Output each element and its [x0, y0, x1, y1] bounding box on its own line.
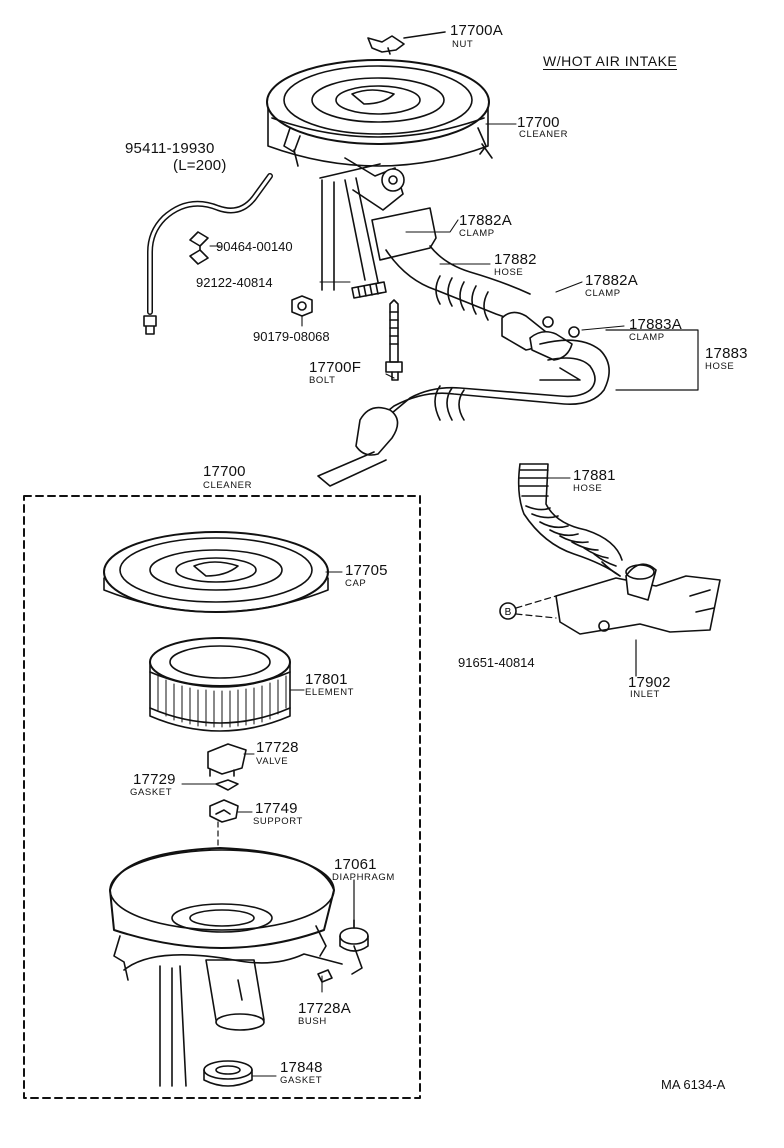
nut-drawing [291, 295, 313, 317]
part-name-cleaner-box: CLEANER [203, 480, 253, 491]
part-number-17700-top: 17700 [517, 114, 560, 131]
part-number-17728: 17728 [256, 739, 299, 756]
drawing-code: MA 6134-A [661, 1077, 726, 1092]
part-name-clamp-1: CLAMP [459, 228, 495, 239]
part-name-bolt: BOLT [309, 375, 336, 386]
hose-17883-drawing [317, 339, 610, 487]
part-number-17902: 17902 [628, 674, 671, 691]
part-number-17749: 17749 [255, 800, 298, 817]
part-name-clamp-2: CLAMP [585, 288, 621, 299]
part-number-17882a-2: 17882A [585, 272, 638, 289]
bush-drawing [317, 969, 333, 983]
part-name-hose-3: HOSE [573, 483, 603, 494]
part-name-gasket-2: GASKET [280, 1075, 323, 1086]
part-number-92122-40814: 92122-40814 [196, 275, 273, 290]
part-number-17883a: 17883A [629, 316, 682, 333]
part-number-17061: 17061 [334, 856, 377, 873]
vacuum-tube-drawing [143, 173, 273, 335]
part-name-cap: CAP [345, 578, 367, 589]
part-name-diaphragm: DIAPHRAGM [332, 872, 395, 883]
part-number-17700-box: 17700 [203, 463, 246, 480]
hose-clamps-drawing [501, 311, 580, 361]
part-name-hose-1: HOSE [494, 267, 524, 278]
inlet-drawing [555, 563, 721, 635]
cleaner-breakdown-box [23, 495, 421, 1099]
bolt-drawing [385, 299, 403, 381]
part-number-17801: 17801 [305, 671, 348, 688]
part-name-inlet: INLET [630, 689, 660, 700]
part-name-hose-2: HOSE [705, 361, 735, 372]
clip-drawing [189, 231, 209, 265]
leader-lines [181, 123, 625, 1077]
hose-17882-drawing [371, 207, 531, 327]
part-number-17728a: 17728A [298, 1000, 351, 1017]
diaphragm-drawing [339, 919, 369, 975]
wing-nut-drawing [367, 31, 446, 55]
part-number-90464-00140: 90464-00140 [216, 239, 293, 254]
part-number-17729: 17729 [133, 771, 176, 788]
part-number-90179-08068: 90179-08068 [253, 329, 330, 344]
part-name-nut: NUT [452, 39, 474, 50]
part-name-element: ELEMENT [305, 687, 355, 698]
part-number-17705: 17705 [345, 562, 388, 579]
part-number-17848: 17848 [280, 1059, 323, 1076]
part-number-17882: 17882 [494, 251, 537, 268]
gasket-17729-drawing [215, 779, 239, 791]
bolt-marker-circle [499, 602, 517, 620]
part-name-clamp-3: CLAMP [629, 332, 665, 343]
support-drawing [209, 799, 239, 823]
part-name-cleaner-top: CLEANER [519, 129, 569, 140]
part-number-17881: 17881 [573, 467, 616, 484]
part-number-17883: 17883 [705, 345, 748, 362]
stud-drawing [351, 281, 387, 299]
gasket-17848-drawing [203, 1060, 253, 1087]
part-number-17700a: 17700A [450, 22, 503, 39]
bolt-marker-letter: B [505, 607, 512, 618]
valve-drawing [207, 743, 247, 777]
part-number-91651-40814: 91651-40814 [458, 655, 535, 670]
part-name-bush: BUSH [298, 1016, 327, 1027]
part-number-17700f: 17700F [309, 359, 362, 376]
part-name-support: SUPPORT [253, 816, 303, 827]
air-cleaner-top-drawing [266, 59, 493, 291]
part-name-gasket-1: GASKET [130, 787, 173, 798]
part-name-valve: VALVE [256, 756, 289, 767]
element-drawing [149, 637, 291, 732]
cap-drawing [103, 531, 329, 613]
part-number-17882a-1: 17882A [459, 212, 512, 229]
hose-17881-drawing [517, 463, 623, 577]
part-number-95411-19930: 95411-19930 [125, 140, 215, 157]
diagram-title: W/HOT AIR INTAKE [543, 53, 678, 70]
cleaner-body-drawing [109, 847, 343, 1087]
part-spec-length: (L=200) [173, 157, 227, 174]
